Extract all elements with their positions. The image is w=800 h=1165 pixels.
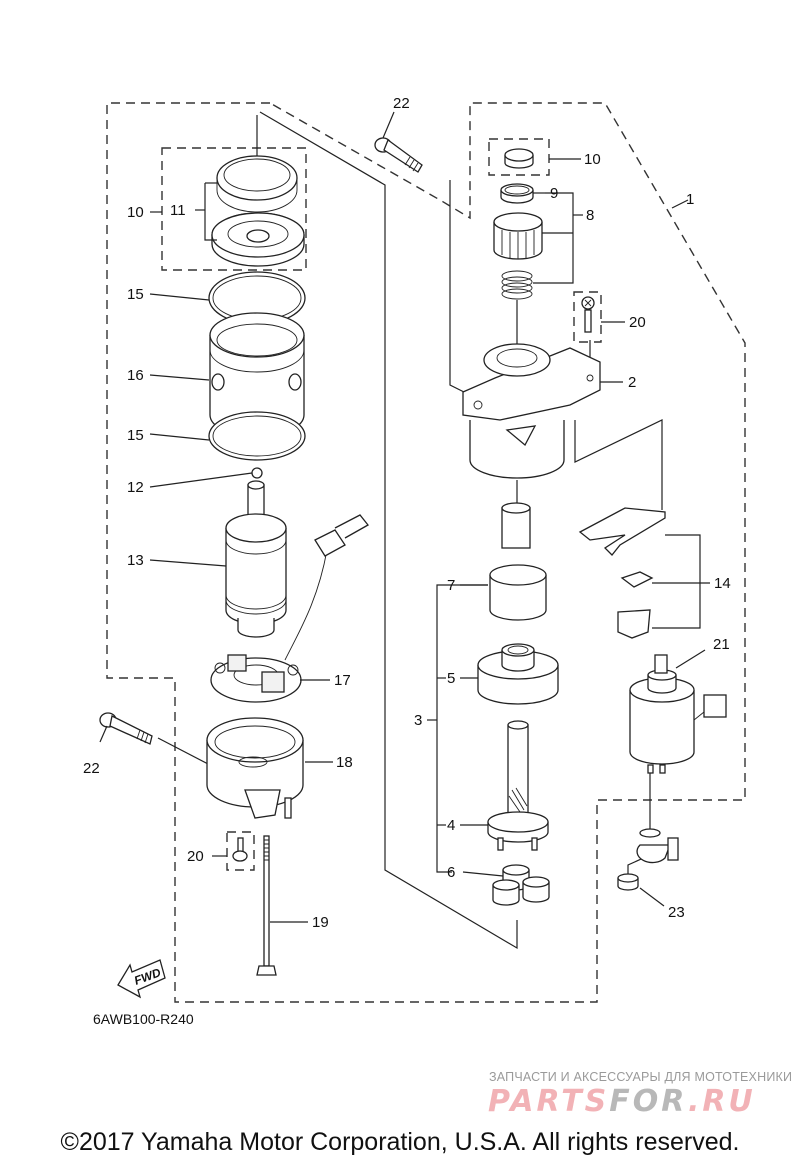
pinion-part	[493, 212, 543, 260]
screw-right-part	[581, 296, 595, 333]
callout-21: 21	[713, 636, 730, 653]
callout-6: 6	[447, 864, 455, 881]
callout-10-right: 10	[584, 151, 601, 168]
screw-box-right	[573, 291, 602, 343]
callout-19: 19	[312, 914, 329, 931]
alignment-line-left	[259, 111, 518, 950]
callout-20-right: 20	[629, 314, 646, 331]
spring-part	[501, 270, 533, 300]
fwd-arrow-icon: FWD	[117, 959, 166, 999]
callout-2: 2	[628, 374, 636, 391]
callout-5: 5	[447, 670, 455, 687]
callout-15-lower: 15	[127, 427, 144, 444]
lever-part	[578, 507, 666, 639]
rear-cover-part	[206, 717, 304, 819]
callout-18: 18	[336, 754, 353, 771]
front-housing-part	[462, 343, 601, 479]
callout-10-left: 10	[127, 204, 144, 221]
ball-part	[251, 467, 263, 479]
lead-terminal	[314, 514, 369, 557]
watermark-logo-part2: FOR	[609, 1084, 688, 1119]
brush-holder-part	[210, 654, 302, 703]
callout-23: 23	[668, 904, 685, 921]
callout-1: 1	[686, 191, 694, 208]
leader-lines	[99, 111, 710, 923]
watermark-subtitle: ЗАПЧАСТИ И АКСЕССУАРЫ ДЛЯ МОТОТЕХНИКИ	[489, 1070, 793, 1084]
callout-9: 9	[550, 185, 558, 202]
lead-wire	[284, 549, 328, 661]
callout-16: 16	[127, 367, 144, 384]
planetary-gears-part	[492, 864, 550, 906]
alignment-line-bolt	[157, 737, 211, 766]
watermark-logo-part1: PARTS	[488, 1084, 610, 1119]
callout-12: 12	[127, 479, 144, 496]
screw-box-left	[226, 831, 255, 871]
screw-left-part	[232, 837, 248, 862]
callout-22-top: 22	[393, 95, 410, 112]
stopper-part	[500, 183, 534, 204]
seal-washer-part	[211, 212, 305, 267]
yoke-part	[209, 312, 305, 438]
callout-3: 3	[414, 712, 422, 729]
cap-part	[504, 148, 534, 169]
watermark-logo: PARTSFOR.RU	[488, 1084, 756, 1119]
internal-gear-part	[477, 643, 559, 705]
assembly-boundary-left	[106, 102, 746, 1003]
o-ring-lower-part	[208, 411, 306, 461]
alignment-line-lever	[574, 419, 663, 510]
armature-part	[225, 480, 287, 638]
nut-part	[617, 828, 679, 891]
drawing-code: 6AWB100-R240	[93, 1011, 194, 1027]
callout-8: 8	[586, 207, 594, 224]
copyright-notice: ©2017 Yamaha Motor Corporation, U.S.A. A…	[60, 1128, 740, 1156]
seal-ring-part	[216, 155, 298, 213]
callout-17: 17	[334, 672, 351, 689]
seal-kit-box	[161, 147, 307, 271]
callout-11: 11	[170, 202, 186, 219]
callout-13: 13	[127, 552, 144, 569]
callout-4: 4	[447, 817, 455, 834]
through-bolt-part	[256, 835, 277, 976]
callout-7: 7	[447, 577, 455, 594]
shaft-part	[487, 720, 549, 851]
watermark-logo-part3: .RU	[687, 1084, 756, 1119]
clutch-part	[489, 502, 547, 621]
starter-relay-part	[629, 654, 727, 774]
callout-22-left: 22	[83, 760, 100, 777]
cap-box	[488, 138, 550, 176]
callout-14: 14	[714, 575, 731, 592]
callout-15-upper: 15	[127, 286, 144, 303]
bolt-left-part	[99, 712, 153, 745]
callout-20-left: 20	[187, 848, 204, 865]
